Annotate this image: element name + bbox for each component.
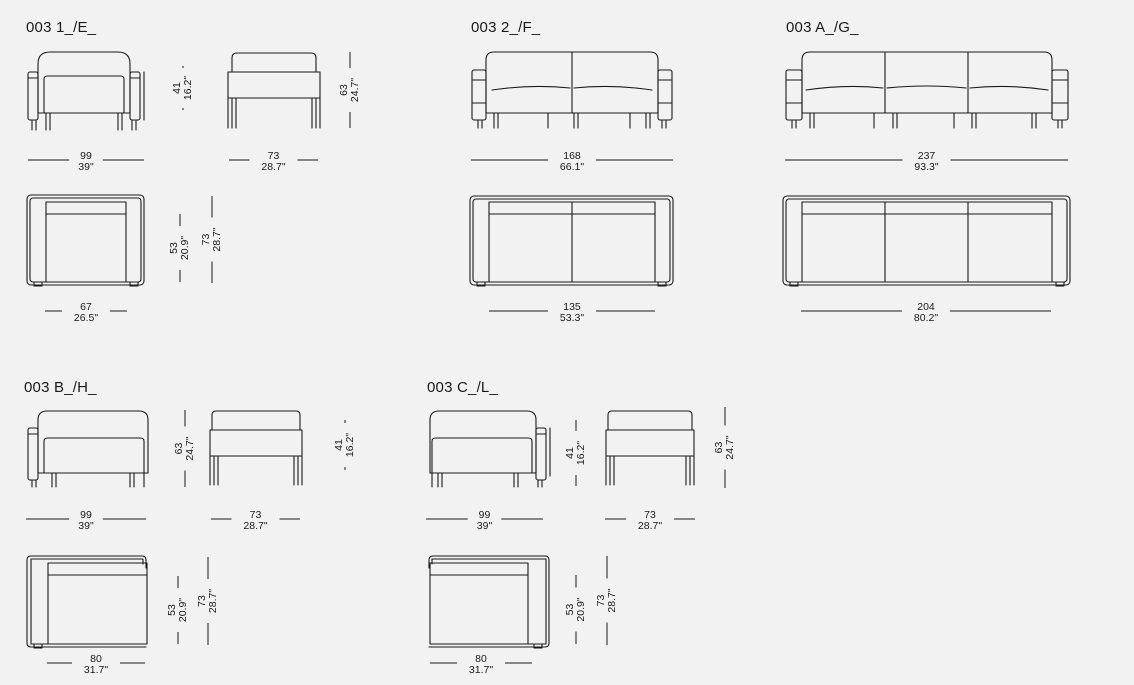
s2-front-w-inch-label: 66.1": [560, 161, 584, 173]
model-title-003-a: 003 A_/G_: [786, 19, 859, 36]
sB-side-d-inch-label: 28.7": [243, 520, 267, 532]
s1-seat-h-inch-label: 16.2": [182, 76, 194, 100]
sC-plan-d-cm-label: 73: [595, 595, 607, 607]
sB-seat-h-cm-label: 41: [333, 439, 345, 451]
module-c-side-view: [605, 410, 695, 486]
s1-plan-d-cm-label: 73: [200, 234, 212, 246]
armchair-1-plan-view: [26, 194, 145, 287]
model-title-003-b: 003 B_/H_: [24, 379, 97, 396]
model-title-003-c: 003 C_/L_: [427, 379, 499, 396]
sC-plan-w-cm-label: 80: [475, 653, 487, 665]
sC-plan-seat-d-cm-label: 53: [564, 604, 576, 616]
sC-front-w-inch-label: 39": [477, 520, 493, 532]
sB-plan-w-inch-label: 31.7": [84, 664, 108, 676]
sB-seat-h-inch-label: 16.2": [344, 433, 356, 457]
sC-plan-d-inch-label: 28.7": [606, 588, 618, 612]
sB-front-w-cm-label: 99: [80, 509, 92, 521]
sA-plan-w-inch-label: 80.2": [914, 312, 938, 324]
sC-plan-w-inch-label: 31.7": [469, 664, 493, 676]
s1-plan-w-cm-label: 67: [80, 301, 92, 313]
sC-seat-h-cm-label: 41: [564, 447, 576, 459]
sA-plan-w-cm-label: 204: [917, 301, 935, 313]
sC-side-d-inch-label: 28.7": [638, 520, 662, 532]
s2-front-w-cm-label: 168: [563, 150, 581, 162]
sB-front-h-inch-label: 24.7": [184, 436, 196, 460]
s1-plan-seat-d-cm-label: 53: [168, 242, 180, 254]
module-c-front-view: [429, 410, 551, 488]
sB-plan-w-cm-label: 80: [90, 653, 102, 665]
s1-side-h-cm-label: 63: [338, 84, 350, 96]
sB-front-w-inch-label: 39": [78, 520, 94, 532]
sB-plan-d-cm-label: 73: [196, 595, 208, 607]
sA-front-w-inch-label: 93.3": [914, 161, 938, 173]
module-c-plan-view: [428, 555, 550, 649]
armchair-1-side-view: [227, 52, 321, 129]
sC-front-h-inch-label: 24.7": [724, 435, 736, 459]
s1-side-h-inch-label: 24.7": [349, 78, 361, 102]
sofa-a-plan-view: [782, 195, 1071, 287]
s1-front-w-inch-label: 39": [78, 161, 94, 173]
model-title-003-1: 003 1_/E_: [26, 19, 97, 36]
sC-front-h-cm-label: 63: [713, 442, 725, 454]
s1-side-d-cm-label: 73: [268, 150, 280, 162]
s2-plan-w-inch-label: 53.3": [560, 312, 584, 324]
armchair-1-front-view: [27, 51, 145, 131]
sC-plan-seat-d-inch-label: 20.9": [575, 597, 587, 621]
s1-plan-d-inch-label: 28.7": [211, 227, 223, 251]
s1-plan-w-inch-label: 26.5": [74, 312, 98, 324]
sofa-2-plan-view: [469, 195, 674, 287]
sB-plan-seat-d-inch-label: 20.9": [177, 598, 189, 622]
s2-plan-w-cm-label: 135: [563, 301, 581, 313]
module-b-front-view: [27, 410, 149, 488]
sC-seat-h-inch-label: 16.2": [575, 441, 587, 465]
sC-side-d-cm-label: 73: [644, 509, 656, 521]
sC-front-w-cm-label: 99: [479, 509, 491, 521]
s1-side-d-inch-label: 28.7": [261, 161, 285, 173]
model-title-003-2: 003 2_/F_: [471, 19, 541, 36]
s1-seat-h-cm-label: 41: [171, 82, 183, 94]
sB-front-h-cm-label: 63: [173, 443, 185, 455]
sB-side-d-cm-label: 73: [250, 509, 262, 521]
sB-plan-seat-d-cm-label: 53: [166, 604, 178, 616]
sofa-a-front-view: [785, 51, 1069, 129]
sofa-2-front-view: [471, 51, 673, 129]
module-b-side-view: [209, 410, 303, 486]
module-b-plan-view: [26, 555, 148, 649]
sB-plan-d-inch-label: 28.7": [207, 589, 219, 613]
s1-plan-seat-d-inch-label: 20.9": [179, 236, 191, 260]
sA-front-w-cm-label: 237: [918, 150, 936, 162]
s1-front-w-cm-label: 99: [80, 150, 92, 162]
